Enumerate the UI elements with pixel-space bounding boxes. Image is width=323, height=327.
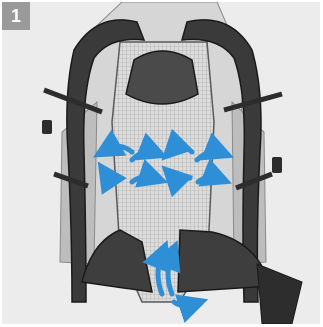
illustration-frame: 1: [2, 2, 320, 324]
step-number-badge: 1: [2, 2, 30, 30]
upper-back-pad: [126, 51, 198, 104]
backpack-airflow-illustration: [2, 2, 320, 324]
airflow-arrow: [174, 302, 194, 306]
hip-belt: [82, 230, 302, 324]
